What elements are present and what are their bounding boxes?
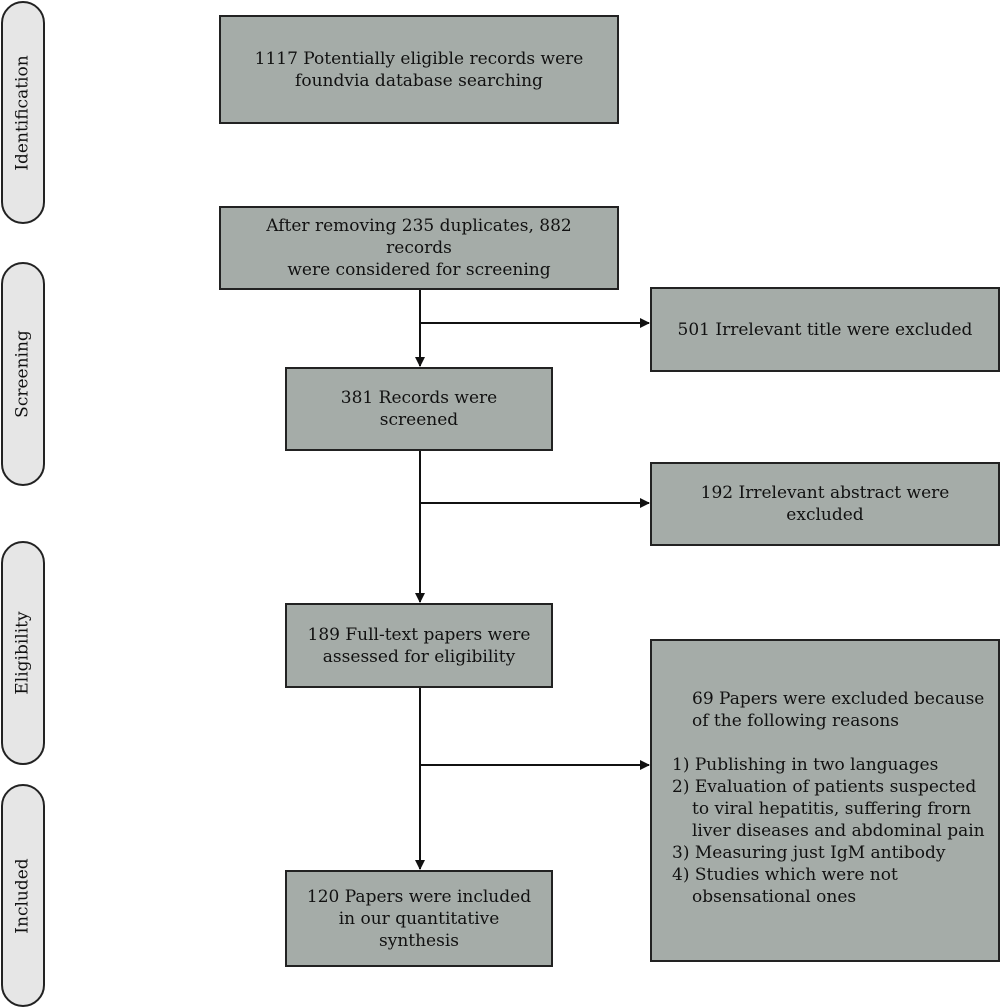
abstract-excluded-line-1: 192 Irrelevant abstract were bbox=[700, 483, 950, 503]
fulltext-line-2: assessed for eligibility bbox=[322, 646, 516, 667]
phase-identification: Identification bbox=[1, 1, 45, 224]
box-after-deduplication: After removing 235 duplicates, 882 recor… bbox=[219, 206, 619, 290]
box-abstract-excluded: 192 Irrelevant abstract were excluded bbox=[650, 462, 1000, 546]
exclusion-reason: 4) Studies which were not obsensational … bbox=[672, 865, 898, 907]
screened-line-2: screened bbox=[379, 410, 459, 430]
abstract-excluded-line-2: excluded bbox=[786, 505, 864, 525]
phase-eligibility: Eligibility bbox=[1, 541, 45, 765]
included-line-1: 120 Papers were included bbox=[306, 886, 532, 907]
identified-line-1: 1117 Potentially eligible records were bbox=[254, 48, 584, 69]
phase-screening: Screening bbox=[1, 262, 45, 486]
box-records-screened: 381 Records were screened bbox=[285, 367, 553, 451]
phase-included: Included bbox=[1, 784, 45, 1007]
fulltext-excluded-heading-line-2: of the following reasons bbox=[692, 711, 899, 731]
included-line-2: in our quantitative bbox=[338, 908, 500, 929]
deduplicated-line-1: After removing 235 duplicates, 882 recor… bbox=[266, 216, 572, 258]
box-title-excluded: 501 Irrelevant title were excluded bbox=[650, 287, 1000, 372]
box-fulltext-excluded: 69 Papers were excluded because of the f… bbox=[650, 639, 1000, 962]
fulltext-excluded-heading-line-1: 69 Papers were excluded because bbox=[692, 689, 985, 709]
box-fulltext-assessed: 189 Full-text papers were assessed for e… bbox=[285, 603, 553, 688]
fulltext-excluded-heading: 69 Papers were excluded because of the f… bbox=[672, 688, 992, 732]
fulltext-line-1: 189 Full-text papers were bbox=[307, 624, 531, 645]
box-records-identified: 1117 Potentially eligible records were f… bbox=[219, 15, 619, 124]
fulltext-excluded-content: 69 Papers were excluded because of the f… bbox=[672, 688, 992, 908]
deduplicated-line-2: were considered for screening bbox=[287, 260, 551, 280]
screened-line-1: 381 Records were bbox=[340, 388, 498, 408]
title-excluded-text: 501 Irrelevant title were excluded bbox=[677, 319, 973, 340]
exclusion-reason: 3) Measuring just IgM antibody bbox=[672, 843, 946, 863]
exclusion-reason: 2) Evaluation of patients suspected to v… bbox=[672, 777, 985, 841]
identified-line-2: foundvia database searching bbox=[295, 70, 543, 91]
exclusion-reason: 1) Publishing in two languages bbox=[672, 755, 939, 775]
included-line-3: synthesis bbox=[378, 930, 459, 951]
box-papers-included: 120 Papers were included in our quantita… bbox=[285, 870, 553, 967]
